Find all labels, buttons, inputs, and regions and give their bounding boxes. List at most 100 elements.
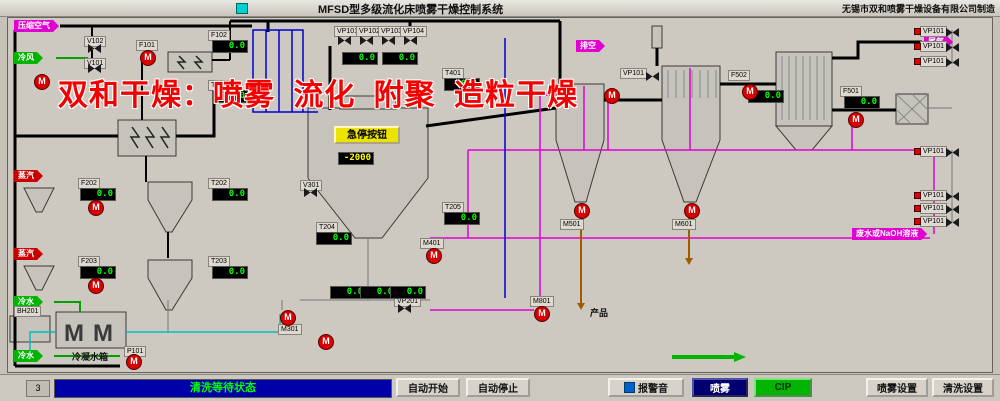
digital-display: 0.0	[444, 78, 480, 91]
pump-icon[interactable]: M	[684, 203, 700, 219]
green-lines	[54, 57, 120, 357]
pump-icon[interactable]: M	[88, 278, 104, 294]
pump-icon[interactable]: M	[534, 306, 550, 322]
product-label: 产品	[590, 308, 609, 318]
valve-icon[interactable]	[304, 188, 317, 197]
digital-display: 0.0	[390, 286, 426, 299]
title-bar: MFSD型多级流化床喷雾干燥控制系统 无锡市双和喷雾干燥设备有限公司制造	[0, 0, 1000, 17]
alarm-led	[914, 205, 921, 212]
digital-display: 0.0	[342, 52, 378, 65]
equipment-tag: VP101	[920, 203, 948, 214]
pump-icon[interactable]: M	[604, 88, 620, 104]
pump-icon[interactable]: M	[280, 310, 296, 326]
digital-display: 0.0	[360, 286, 396, 299]
valve-icon[interactable]	[946, 192, 959, 201]
digital-display: 0.0	[212, 266, 248, 279]
equipment-tag: BH201	[14, 306, 42, 317]
green-arrow-head	[734, 352, 746, 362]
alarm-sound-label: 报警音	[638, 384, 668, 395]
valve-icon[interactable]	[404, 36, 417, 45]
air-duct-lines	[13, 19, 922, 368]
pump-icon[interactable]: M	[742, 84, 758, 100]
spray-button[interactable]: 喷雾	[692, 378, 748, 397]
alarm-sound-button[interactable]: 报警音	[608, 378, 684, 397]
valve-icon[interactable]	[88, 44, 101, 53]
equipment-tag: M501	[560, 219, 584, 230]
clean-settings-button[interactable]: 清洗设置	[932, 378, 994, 397]
valve-icon[interactable]	[646, 72, 659, 81]
cip-button[interactable]: CIP	[754, 378, 812, 397]
equipment-tag: VP101	[920, 190, 948, 201]
spray-settings-button[interactable]: 喷雾设置	[866, 378, 928, 397]
source-tag: 压缩空气	[14, 20, 59, 32]
pump-icon[interactable]: M	[34, 74, 50, 90]
watermark-text: 双和干燥：喷雾 流化 附聚 造粒干燥	[58, 79, 579, 112]
alarm-led	[914, 148, 921, 155]
valve-icon[interactable]	[946, 58, 959, 67]
pump-icon[interactable]: M	[88, 200, 104, 216]
page-spinner[interactable]: 3	[26, 380, 50, 397]
window-title: MFSD型多级流化床喷雾干燥控制系统	[318, 4, 504, 16]
pump-icon[interactable]: M	[574, 203, 590, 219]
equipment-tag: V301	[300, 180, 323, 191]
equipment-tag: F502	[728, 70, 750, 81]
pump-icon[interactable]: M	[848, 112, 864, 128]
digital-display: 0.0	[844, 96, 880, 109]
digital-display: 0.0	[316, 232, 352, 245]
page-spinner-value: 3	[35, 383, 41, 393]
status-bar: 清洗等待状态	[54, 379, 392, 398]
alarm-led	[914, 58, 921, 65]
equipment-tag: VP104	[400, 26, 428, 37]
pump-icon[interactable]: M	[318, 334, 334, 350]
valve-icon[interactable]	[360, 36, 373, 45]
app-icon	[236, 3, 248, 14]
auto-stop-button[interactable]: 自动停止	[466, 378, 530, 397]
equipment-tag: V102	[84, 36, 107, 47]
valve-icon[interactable]	[946, 28, 959, 37]
product-arrow	[577, 303, 585, 310]
valve-icon[interactable]	[946, 43, 959, 52]
valve-icon[interactable]	[88, 64, 101, 73]
equipment-tag: VP101	[920, 146, 948, 157]
source-tag: 冷水	[14, 350, 43, 362]
tank-motor-symbol: M	[64, 320, 84, 347]
product-arrow	[685, 258, 693, 265]
pump-icon[interactable]: M	[126, 354, 142, 370]
source-tag: 蒸汽	[14, 248, 43, 260]
auto-start-button[interactable]: 自动开始	[396, 378, 460, 397]
equipment-tag: VP101	[620, 68, 648, 79]
source-tag: 冷风	[14, 52, 43, 64]
alarm-led	[914, 218, 921, 225]
equipment-tag: VP101	[920, 216, 948, 227]
alarm-led	[914, 192, 921, 199]
speaker-icon	[624, 382, 635, 393]
valve-icon[interactable]	[946, 218, 959, 227]
digital-display: 0.0	[212, 40, 248, 53]
digital-display: 0.0	[80, 188, 116, 201]
equipment-tag: VP101	[920, 56, 948, 67]
manufacturer-label: 无锡市双和喷雾干燥设备有限公司制造	[841, 4, 995, 14]
source-tag: 冷水	[14, 296, 43, 308]
alarm-led	[914, 28, 921, 35]
filter-hatch	[667, 56, 929, 125]
blue-lines	[252, 29, 506, 298]
digital-display: 0.0	[444, 212, 480, 225]
valve-icon[interactable]	[946, 148, 959, 157]
control-bar: 3 清洗等待状态 自动开始 自动停止 报警音 喷雾 CIP 喷雾设置 清洗设置	[0, 374, 1000, 401]
pump-icon[interactable]: M	[140, 50, 156, 66]
digital-display: 0.0	[80, 266, 116, 279]
valve-icon[interactable]	[398, 304, 411, 313]
emergency-stop-button[interactable]: 急停按钮	[334, 126, 400, 144]
digital-display: -2000	[338, 152, 374, 165]
source-tag: 蒸汽	[14, 170, 43, 182]
pump-icon[interactable]: M	[426, 248, 442, 264]
condensate-tank-label: 冷凝水箱	[72, 352, 109, 362]
equipment-tag: VP101	[920, 26, 948, 37]
source-tag: 排空	[576, 40, 605, 52]
valve-icon[interactable]	[946, 205, 959, 214]
status-text: 清洗等待状态	[190, 382, 256, 394]
valve-icon[interactable]	[382, 36, 395, 45]
valve-icon[interactable]	[338, 36, 351, 45]
digital-display: 0.0	[212, 90, 248, 103]
